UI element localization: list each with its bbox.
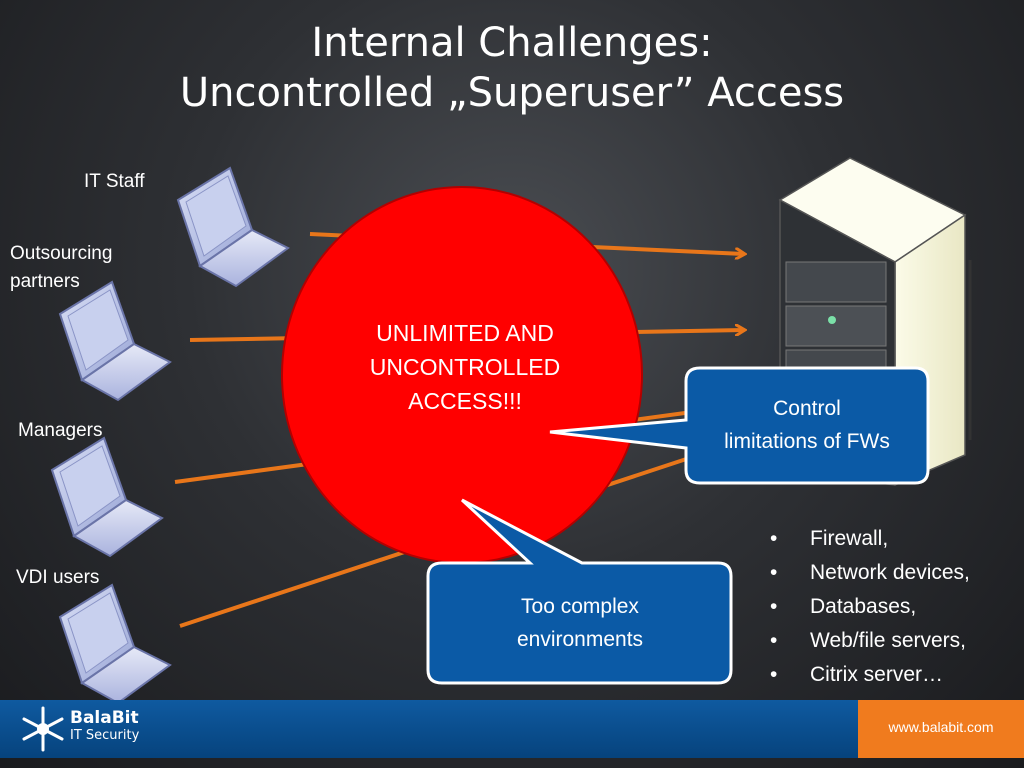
callout-fw-limitations: [549, 366, 930, 485]
callout-fw-line-2: limitations of FWs: [724, 430, 890, 453]
callout-complex-line-1: Too complex: [521, 595, 639, 618]
laptop-icon-it-staff: [176, 166, 290, 288]
callout-fw-text: Control limitations of FWs: [690, 392, 924, 458]
title-line-1: Internal Challenges:: [311, 20, 713, 66]
label-managers: Managers: [18, 420, 103, 441]
laptop-icon-managers: [50, 436, 164, 558]
circle-line-1: UNLIMITED AND: [376, 320, 554, 346]
callout-fw-line-1: Control: [773, 397, 841, 420]
circle-line-3: ACCESS!!!: [408, 388, 522, 414]
footer-url-link[interactable]: www.balabit.com: [888, 719, 994, 735]
list-item: Citrix server…: [770, 658, 970, 692]
brand-name: BalaBit: [70, 708, 139, 728]
unlimited-access-text: UNLIMITED AND UNCONTROLLED ACCESS!!!: [300, 316, 630, 418]
list-item: Firewall,: [770, 522, 970, 556]
callout-complex-line-2: environments: [516, 628, 644, 651]
laptop-icon-outsourcing: [58, 280, 172, 402]
label-it-staff: IT Staff: [84, 171, 145, 192]
label-vdi-users: VDI users: [16, 567, 100, 588]
page-title: Internal Challenges: Uncontrolled „Super…: [0, 18, 1024, 118]
target-systems-list: Firewall, Network devices, Databases, We…: [770, 522, 970, 692]
laptop-icon-vdi: [58, 583, 172, 705]
label-outsourcing: Outsourcing partners: [10, 240, 112, 296]
callout-complex-environments: [426, 498, 733, 685]
circle-line-2: UNCONTROLLED: [369, 354, 561, 380]
label-outsourcing-text: Outsourcing partners: [10, 243, 113, 292]
callout-complex-text: Too complex environments: [430, 590, 730, 656]
brand-subtitle: IT Security: [70, 728, 140, 743]
footer-bar: [0, 700, 1024, 758]
footer-brand: BalaBit IT Security: [70, 708, 139, 744]
list-item: Network devices,: [770, 556, 970, 590]
footer-url-panel: [858, 700, 1024, 758]
balabit-star-icon: [22, 706, 64, 752]
title-line-2: Uncontrolled „Superuser” Access: [179, 70, 845, 116]
list-item: Web/file servers,: [770, 624, 970, 658]
list-item: Databases,: [770, 590, 970, 624]
